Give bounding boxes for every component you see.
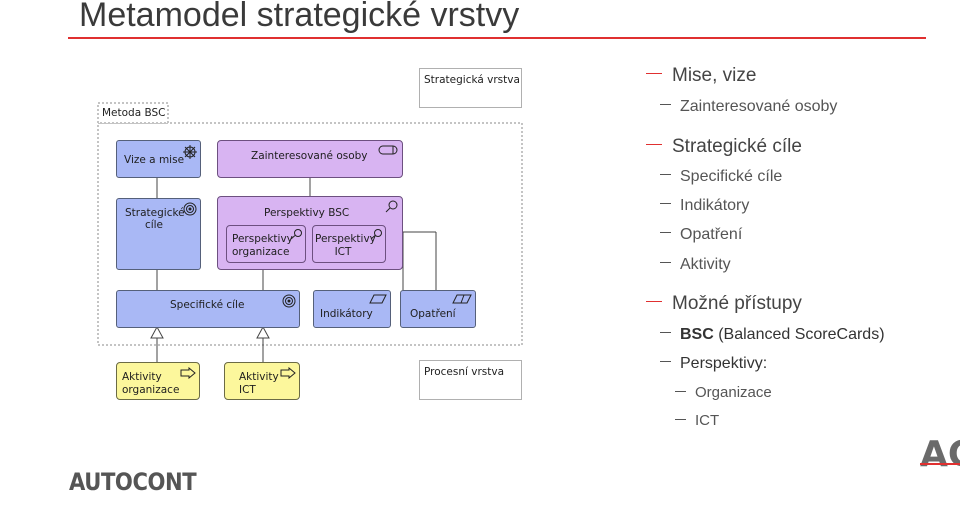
bullet-level1: Mise, vize bbox=[646, 65, 756, 87]
requirement-icon bbox=[452, 294, 472, 304]
bullet-text: Specifické cíle bbox=[680, 168, 783, 185]
group-label-text: Metoda BSC bbox=[102, 107, 166, 119]
bullet-dash bbox=[660, 203, 671, 205]
bullet-text: Indikátory bbox=[680, 197, 750, 214]
goal-target-icon bbox=[183, 202, 197, 216]
bullet-text: ICT bbox=[695, 412, 720, 429]
process-layer-text: Procesní vrstva bbox=[424, 366, 505, 378]
indicators-label: Indikátory bbox=[320, 308, 373, 320]
bullet-text: Mise, vize bbox=[672, 65, 757, 86]
arrow-right-icon bbox=[280, 367, 296, 379]
bsc-perspectives-label: Perspektivy BSC bbox=[264, 207, 350, 219]
specific-goals-label: Specifické cíle bbox=[170, 299, 245, 311]
bullet-dash bbox=[646, 144, 662, 146]
indicators-node[interactable]: Indikátory bbox=[313, 290, 391, 328]
bullet-level3: Organizace bbox=[675, 384, 772, 401]
strategic-goals-label: Strategické cíle bbox=[125, 207, 185, 231]
strategic-layer-text: Strategická vrstva bbox=[424, 74, 520, 86]
magnifier-icon bbox=[385, 200, 398, 213]
ict-activities-label: Aktivity ICT bbox=[239, 371, 279, 396]
bullet-level2: BSC (Balanced ScoreCards) bbox=[660, 326, 885, 344]
stakeholders-label: Zainteresované osoby bbox=[251, 150, 368, 162]
bullet-text-bold: BSC bbox=[680, 326, 714, 343]
bullet-text: Aktivity bbox=[680, 256, 731, 273]
vision-mission-node[interactable]: Vize a mise bbox=[116, 140, 201, 178]
org-perspective-label: Perspektivy organizace bbox=[232, 233, 293, 258]
org-perspective-node[interactable]: Perspektivy organizace bbox=[226, 225, 306, 263]
ac-logo-underline bbox=[920, 463, 960, 465]
bullet-level2: Zainteresované osoby bbox=[660, 98, 837, 116]
bullet-level1: Strategické cíle bbox=[646, 136, 802, 158]
bullet-text: Organizace bbox=[695, 384, 772, 401]
requirement-icon bbox=[369, 294, 387, 304]
ict-perspective-label: Perspektivy ICT bbox=[315, 233, 376, 258]
strategic-goals-node[interactable]: Strategické cíle bbox=[116, 198, 201, 270]
bullet-level1: Možné přístupy bbox=[646, 293, 802, 315]
bullet-text: Možné přístupy bbox=[672, 293, 802, 314]
slide-title: Metamodel strategické vrstvy bbox=[79, 0, 520, 34]
org-activities-node[interactable]: Aktivity organizace bbox=[116, 362, 200, 400]
specific-goals-node[interactable]: Specifické cíle bbox=[116, 290, 300, 328]
bullet-level2: Perspektivy: bbox=[660, 355, 767, 373]
bullet-dash bbox=[646, 73, 662, 75]
wheel-icon bbox=[183, 145, 197, 159]
bullet-dash bbox=[660, 361, 671, 363]
bullet-dash bbox=[660, 104, 671, 106]
magnifier-icon bbox=[370, 229, 382, 240]
bullet-text: Perspektivy: bbox=[680, 355, 768, 372]
bullet-dash bbox=[660, 232, 671, 234]
bullet-dash bbox=[660, 262, 671, 264]
bullet-text: Strategické cíle bbox=[672, 136, 802, 157]
title-underline bbox=[68, 37, 926, 39]
stakeholder-icon bbox=[378, 145, 398, 155]
bullet-dash bbox=[675, 418, 686, 420]
bullet-level3: ICT bbox=[675, 412, 719, 429]
bullet-text: Opatření bbox=[680, 226, 743, 243]
ict-perspective-node[interactable]: Perspektivy ICT bbox=[312, 225, 386, 263]
bullet-dash bbox=[660, 174, 671, 176]
bullet-level2: Aktivity bbox=[660, 256, 731, 274]
measures-label: Opatření bbox=[410, 308, 456, 320]
bullet-dash bbox=[660, 332, 671, 334]
bullet-text: (Balanced ScoreCards) bbox=[713, 326, 885, 343]
strategic-layer-label: Strategická vrstva bbox=[419, 68, 522, 108]
ict-activities-node[interactable]: Aktivity ICT bbox=[224, 362, 300, 400]
bullet-dash bbox=[675, 390, 686, 392]
bullet-dash bbox=[646, 301, 662, 303]
bsc-perspectives-node[interactable]: Perspektivy BSC Perspektivy organizace P… bbox=[217, 196, 403, 270]
bullet-level2: Specifické cíle bbox=[660, 168, 782, 186]
org-activities-label: Aktivity organizace bbox=[122, 371, 180, 396]
arrow-right-icon bbox=[180, 367, 196, 379]
vision-mission-label: Vize a mise bbox=[124, 154, 185, 166]
measures-node[interactable]: Opatření bbox=[400, 290, 476, 328]
bullet-level2: Opatření bbox=[660, 226, 742, 244]
autocont-logo: AUTOCONT bbox=[69, 468, 197, 496]
bullet-level2: Indikátory bbox=[660, 197, 749, 215]
bullet-text: Zainteresované osoby bbox=[680, 98, 838, 115]
goal-target-icon bbox=[282, 294, 296, 308]
stakeholders-node[interactable]: Zainteresované osoby bbox=[217, 140, 403, 178]
process-layer-label: Procesní vrstva bbox=[419, 360, 522, 400]
magnifier-icon bbox=[290, 229, 302, 240]
